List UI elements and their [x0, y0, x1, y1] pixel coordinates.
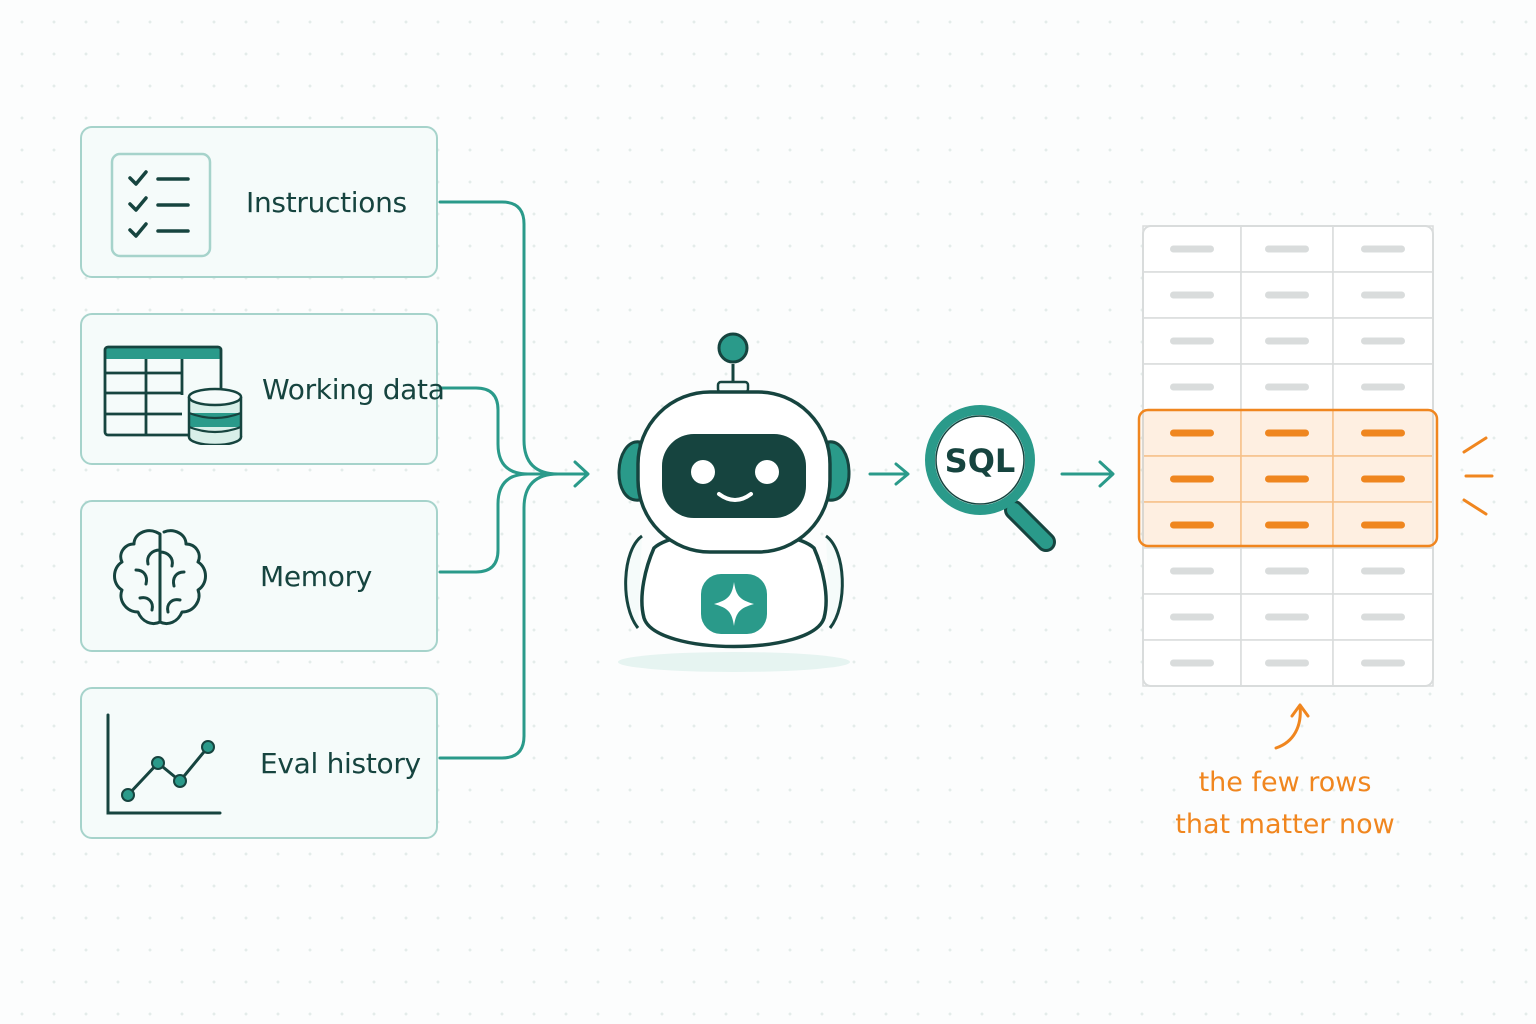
cell-placeholder-bar: [1361, 245, 1405, 253]
highlighted-cell-bar: [1265, 521, 1309, 529]
source-label-instructions: Instructions: [246, 185, 407, 219]
cell-placeholder-bar: [1170, 383, 1214, 391]
source-card-memory: Memory: [80, 500, 438, 652]
cell-placeholder-bar: [1265, 383, 1309, 391]
connector-eval-history: [438, 472, 588, 760]
source-card-instructions: Instructions: [80, 126, 438, 278]
arrow-agent-to-sql: [868, 462, 910, 486]
robot-icon: [617, 332, 851, 672]
cell-placeholder-bar: [1361, 567, 1405, 575]
cell-placeholder-bar: [1265, 613, 1309, 621]
connector-memory: [438, 472, 588, 574]
highlighted-cell-bar: [1361, 429, 1405, 437]
line-chart-icon: [106, 713, 222, 815]
arrow-sql-to-table: [1060, 460, 1115, 488]
cell-placeholder-bar: [1361, 337, 1405, 345]
cell-placeholder-bar: [1265, 245, 1309, 253]
highlighted-cell-bar: [1170, 475, 1214, 483]
cell-placeholder-bar: [1265, 567, 1309, 575]
magnifier-icon: SQL: [925, 405, 1056, 552]
spreadsheet-database-icon: [103, 345, 243, 445]
annotation-line-1: the few rows: [1198, 767, 1372, 798]
source-label-eval-history: Eval history: [260, 746, 421, 780]
cell-placeholder-bar: [1361, 659, 1405, 667]
source-label-working-data: Working data: [262, 372, 445, 406]
cell-placeholder-bar: [1265, 659, 1309, 667]
cell-placeholder-bar: [1361, 291, 1405, 299]
source-label-memory: Memory: [260, 559, 373, 593]
cell-placeholder-bar: [1170, 245, 1214, 253]
connector-instructions: [438, 200, 588, 476]
arrowhead-to-agent: [573, 460, 590, 488]
table-outline: [1142, 225, 1434, 687]
cell-placeholder-bar: [1265, 291, 1309, 299]
cell-placeholder-bar: [1170, 613, 1214, 621]
highlighted-rows-frame: [1137, 408, 1439, 548]
cell-placeholder-bar: [1170, 291, 1214, 299]
checklist-icon: [110, 152, 212, 258]
brain-icon: [113, 529, 207, 626]
highlight-annotation: the few rows that matter now: [1120, 762, 1450, 846]
cell-placeholder-bar: [1361, 383, 1405, 391]
highlighted-cell-bar: [1265, 475, 1309, 483]
highlighted-cell-bar: [1361, 521, 1405, 529]
cell-placeholder-bar: [1361, 613, 1405, 621]
annotation-line-2: that matter now: [1175, 809, 1395, 840]
cell-placeholder-bar: [1170, 567, 1214, 575]
cell-placeholder-bar: [1170, 337, 1214, 345]
sql-label: SQL: [945, 442, 1016, 480]
cell-placeholder-bar: [1265, 337, 1309, 345]
highlight-spark-marks: [1462, 436, 1494, 516]
highlighted-cell-bar: [1361, 475, 1405, 483]
pointer-arrow-icon: [1274, 703, 1310, 750]
data-table: [1137, 225, 1494, 687]
highlighted-cell-bar: [1170, 429, 1214, 437]
highlighted-cell-bar: [1265, 429, 1309, 437]
highlighted-cell-bar: [1170, 521, 1214, 529]
cell-placeholder-bar: [1170, 659, 1214, 667]
connector-working-data: [438, 386, 588, 476]
source-card-eval-history: Eval history: [80, 687, 438, 839]
source-card-working-data: Working data: [80, 313, 445, 465]
table-cell-highlighted: [1332, 455, 1434, 503]
